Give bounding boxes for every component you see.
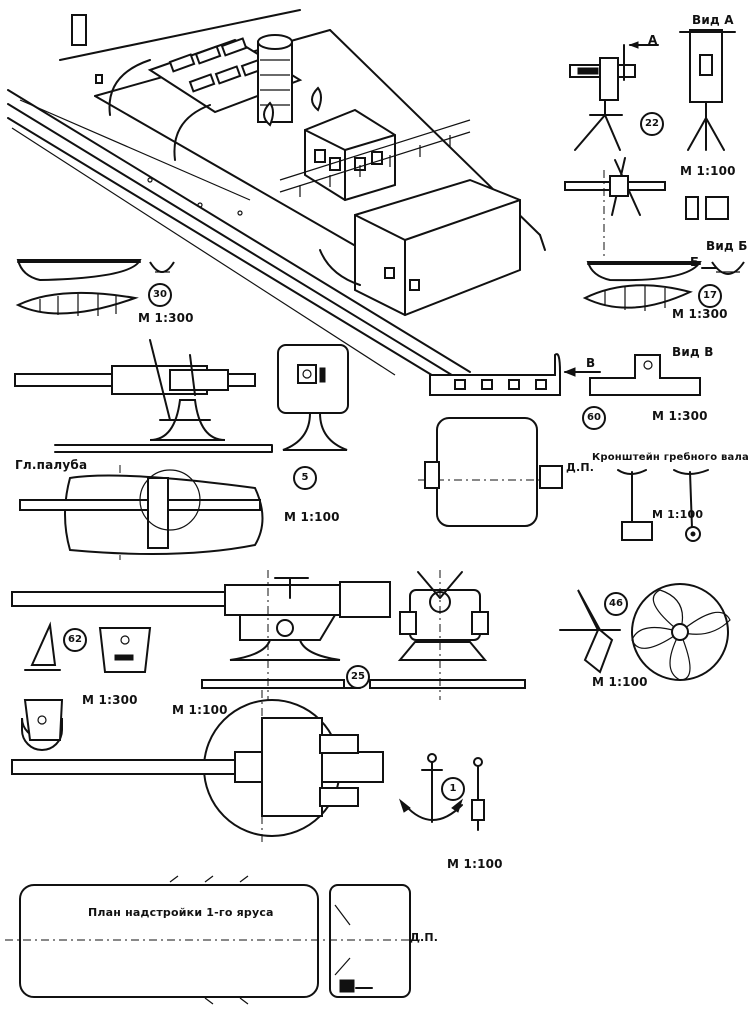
bracket-title: Кронштейн гребного вала — [592, 452, 749, 463]
part-1-anchor — [398, 753, 485, 831]
p60-view-label: Вид В — [672, 345, 714, 359]
p22-arrow-letter: А — [648, 33, 658, 47]
p1-scale: М 1:100 — [447, 857, 503, 871]
p62-number-badge: 62 — [63, 628, 87, 652]
p60-number-badge: 60 — [582, 406, 606, 430]
p17-number-badge: 17 — [698, 284, 722, 308]
superstructure-plan — [5, 875, 420, 1005]
p60-arrow-letter: В — [586, 356, 596, 370]
p1-number-badge: 1 — [441, 777, 465, 801]
ship-perspective-view — [7, 9, 546, 381]
plan-title: План надстройки 1-го яруса — [88, 906, 274, 919]
p30-scale: М 1:300 — [138, 311, 194, 325]
plan-dp-label: Д.П. — [410, 931, 439, 944]
p25-number-badge: 25 — [346, 665, 370, 689]
p17-scale: М 1:300 — [672, 307, 728, 321]
p22-view-label: Вид А — [692, 13, 734, 27]
p5-number-badge: 5 — [293, 466, 317, 490]
p46-scale: М 1:100 — [592, 675, 648, 689]
p5-deck-label: Гл.палуба — [15, 458, 88, 472]
p17-arrow-letter: Б — [690, 255, 700, 269]
p5-scale: М 1:100 — [284, 510, 340, 524]
part-30-boat — [15, 259, 175, 316]
p60-scale: М 1:300 — [652, 409, 708, 423]
p46-number-badge: 46 — [604, 592, 628, 616]
p60-dp-label: Д.П. — [566, 461, 595, 474]
part-17-boat — [582, 261, 745, 311]
part-5-deck-gun — [14, 339, 349, 560]
part-46-propeller — [559, 583, 731, 681]
shaft-bracket — [617, 469, 709, 542]
p22-scale: М 1:100 — [680, 164, 736, 178]
part-22-machine-gun — [564, 29, 736, 260]
p17-view-label: Вид Б — [706, 239, 748, 253]
part-60-deckhouse — [418, 353, 701, 527]
bracket-scale: М 1:100 — [652, 508, 704, 521]
p62-scale: М 1:300 — [82, 693, 138, 707]
p25-scale: М 1:100 — [172, 703, 228, 717]
p22-number-badge: 22 — [640, 112, 664, 136]
part-62-fittings — [21, 621, 152, 751]
p30-number-badge: 30 — [148, 283, 172, 307]
part-25-main-gun — [11, 570, 526, 845]
